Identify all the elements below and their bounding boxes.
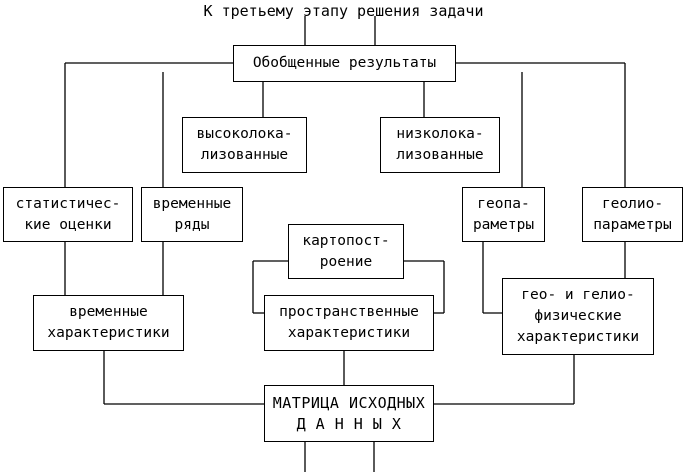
diagram-heading: К третьему этапу решения задачи [203, 2, 484, 20]
high-localized-box: высоколока- лизованные [182, 117, 307, 173]
time-characteristics-box: временные характеристики [33, 295, 184, 351]
source-data-matrix-box: МАТРИЦА ИСХОДНЫХ Д А Н Н Ы Х [264, 385, 434, 442]
mapping-box: картопост- роение [288, 224, 404, 279]
geolio-parameters-box: геолио- параметры [582, 187, 683, 242]
low-localized-box: низколока- лизованные [380, 117, 500, 173]
generalized-results-box: Обобщенные результаты [233, 45, 456, 82]
geo-helio-characteristics-box: гео- и гелио- физические характеристики [502, 278, 654, 355]
spatial-characteristics-box: пространственные характеристики [264, 295, 434, 351]
time-series-box: временные ряды [141, 187, 243, 242]
statistical-estimates-box: статистичес- кие оценки [3, 187, 133, 242]
geo-parameters-box: геопа- раметры [462, 187, 545, 242]
